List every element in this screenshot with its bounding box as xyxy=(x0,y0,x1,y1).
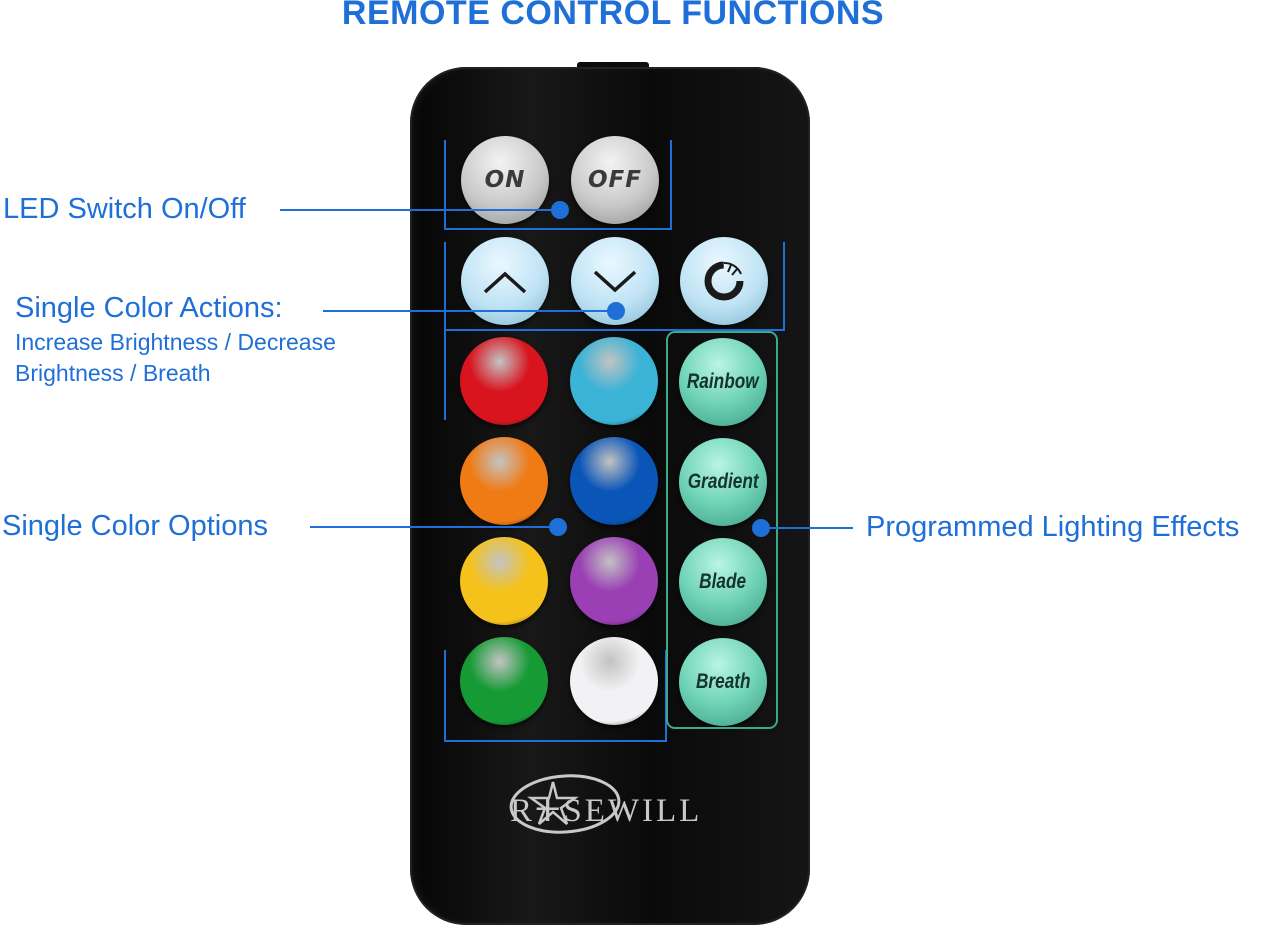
effect-button-blade[interactable]: Blade xyxy=(679,538,767,626)
off-button[interactable]: OFF xyxy=(571,136,659,224)
color-button-light-blue[interactable] xyxy=(570,337,658,425)
rosewill-logo xyxy=(509,774,621,834)
remote-notch xyxy=(577,62,649,70)
color-button-purple[interactable] xyxy=(570,537,658,625)
effect-button-gradient-label: Gradient xyxy=(687,470,759,493)
brand-wordmark: RⵜSEWILL xyxy=(510,793,703,829)
color-button-white[interactable] xyxy=(570,637,658,725)
effect-button-breath-label: Breath xyxy=(695,670,751,693)
effect-button-blade-label: Blade xyxy=(699,570,747,593)
effect-button-rainbow-label: Rainbow xyxy=(687,370,759,393)
on-button[interactable]: ON xyxy=(461,136,549,224)
chevron-up-icon xyxy=(483,271,527,294)
brightness-down-button[interactable] xyxy=(571,237,659,325)
effect-button-gradient[interactable]: Gradient xyxy=(679,438,767,526)
color-button-orange[interactable] xyxy=(460,437,548,525)
color-button-blue[interactable] xyxy=(570,437,658,525)
effect-button-breath[interactable]: Breath xyxy=(679,638,767,726)
off-button-label: OFF xyxy=(588,167,642,193)
page-title: REMOTE CONTROL FUNCTIONS xyxy=(341,0,885,32)
breath-cycle-icon xyxy=(704,261,744,301)
label-led-switch: LED Switch On/Off xyxy=(3,193,246,225)
on-button-label: ON xyxy=(484,167,526,193)
label-single-color-actions-desc-1: Increase Brightness / Decrease xyxy=(15,329,336,355)
chevron-down-icon xyxy=(593,270,637,293)
brightness-up-button[interactable] xyxy=(461,237,549,325)
label-single-color-actions: Single Color Actions: xyxy=(15,292,283,324)
label-programmed-effects: Programmed Lighting Effects xyxy=(866,511,1240,543)
label-single-color-actions-desc-2: Brightness / Breath xyxy=(15,360,211,386)
breath-button[interactable] xyxy=(680,237,768,325)
effect-button-rainbow[interactable]: Rainbow xyxy=(679,338,767,426)
color-button-yellow[interactable] xyxy=(460,537,548,625)
color-button-green[interactable] xyxy=(460,637,548,725)
color-button-red[interactable] xyxy=(460,337,548,425)
label-single-color-options: Single Color Options xyxy=(2,510,268,542)
